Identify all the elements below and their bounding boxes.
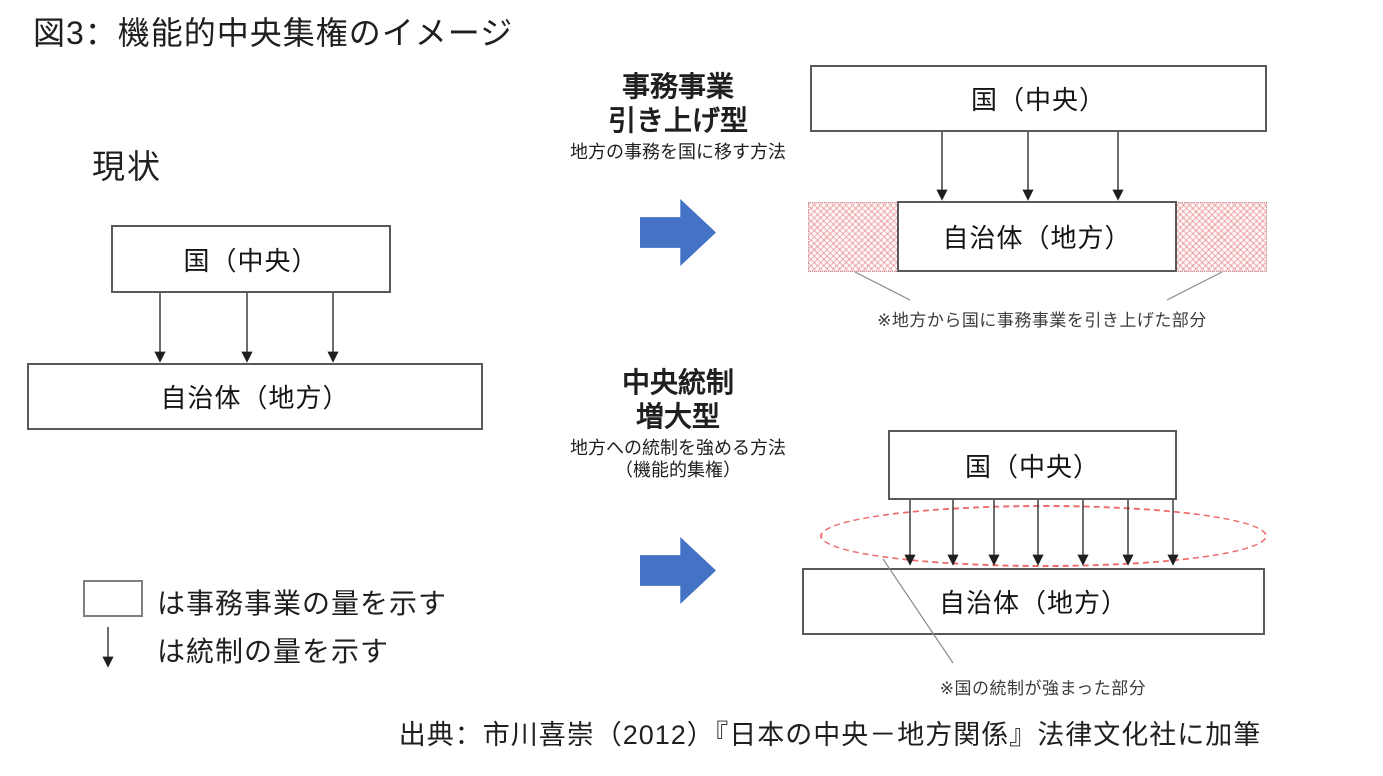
current-local-label: 自治体（地方） <box>160 383 350 413</box>
transfer-type-title-line1: 事務事業 <box>621 71 734 102</box>
right-arrow-icon <box>640 537 716 604</box>
transfer-national-box: 国（中央） <box>810 65 1267 132</box>
control-type-subtitle-line2: （機能的集権） <box>615 460 741 480</box>
current-state-heading: 現状 <box>92 148 162 185</box>
control-type-label: 中央統制 増大型 地方への統制を強める方法 （機能的集権） <box>548 366 808 481</box>
control-local-label: 自治体（地方） <box>938 588 1128 618</box>
control-emphasis-ellipse <box>820 505 1267 567</box>
current-national-box: 国（中央） <box>111 225 391 293</box>
transfer-note: ※地方から国に事務事業を引き上げた部分 <box>877 311 1207 330</box>
legend-box-meaning: は事務事業の量を示す <box>157 588 448 619</box>
transfer-local-label: 自治体（地方） <box>942 223 1132 253</box>
right-arrow-icon <box>640 199 716 266</box>
control-type-title-line1: 中央統制 <box>621 367 734 398</box>
source-citation: 出典：市川喜崇（2012）『日本の中央－地方関係』法律文化社に加筆 <box>398 720 1262 750</box>
transfer-type-label: 事務事業 引き上げ型 地方の事務を国に移す方法 <box>548 70 808 163</box>
figure-title: 図3：機能的中央集権のイメージ <box>33 15 514 51</box>
control-local-box: 自治体（地方） <box>802 568 1265 635</box>
control-national-label: 国（中央） <box>964 451 1100 482</box>
transfer-control-arrows <box>936 132 1124 201</box>
legend-arrow-meaning: は統制の量を示す <box>157 636 390 667</box>
current-local-box: 自治体（地方） <box>27 363 483 430</box>
current-national-label: 国（中央） <box>183 245 319 276</box>
leader-line <box>854 271 911 301</box>
control-type-subtitle-line1: 地方への統制を強める方法 <box>570 438 786 458</box>
control-national-box: 国（中央） <box>888 430 1177 500</box>
transfer-type-title-line2: 引き上げ型 <box>607 105 748 136</box>
leader-line <box>1166 271 1223 301</box>
transfer-local-box: 自治体（地方） <box>897 201 1177 272</box>
transfer-national-label: 国（中央） <box>970 85 1106 115</box>
current-control-arrows <box>154 293 339 363</box>
transfer-type-subtitle: 地方の事務を国に移す方法 <box>570 142 786 162</box>
legend-box-symbol <box>83 580 143 617</box>
control-type-title-line2: 増大型 <box>635 401 720 432</box>
control-note: ※国の統制が強まった部分 <box>939 679 1147 698</box>
